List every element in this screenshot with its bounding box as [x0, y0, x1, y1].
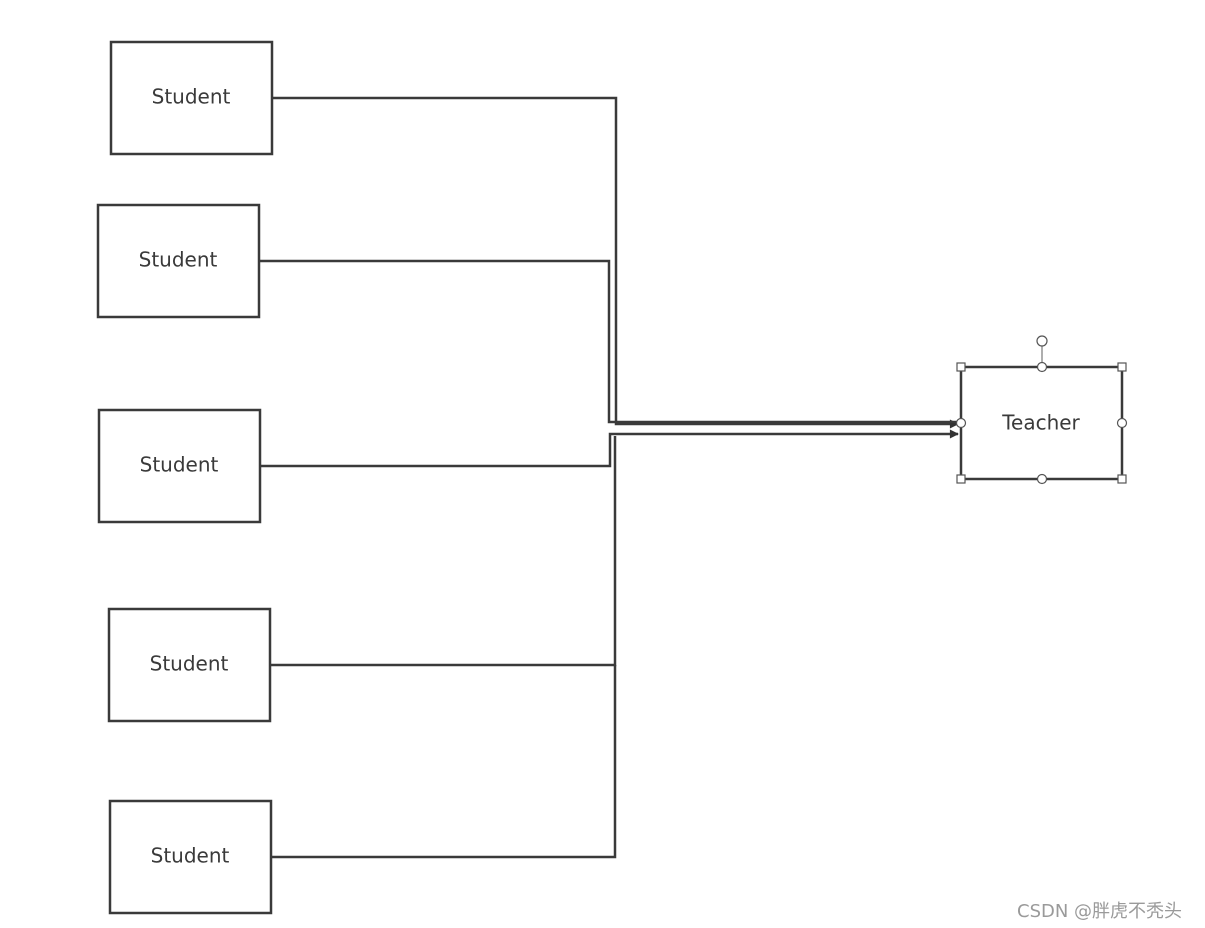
- teacher-label: Teacher: [1001, 411, 1080, 435]
- teacher-box[interactable]: Teacher: [959, 365, 1124, 481]
- student-box-2[interactable]: Student: [96, 203, 261, 319]
- watermark: CSDN @胖虎不秃头: [1017, 901, 1183, 922]
- resize-handle-top-left[interactable]: [956, 362, 966, 372]
- connection-point-right[interactable]: [1116, 417, 1128, 429]
- rotate-handle[interactable]: [1036, 335, 1048, 347]
- connector-student-4: [270, 436, 617, 667]
- selection-handles[interactable]: [955, 335, 1128, 485]
- student-label: Student: [151, 844, 230, 868]
- connection-point-top[interactable]: [1036, 361, 1048, 373]
- resize-handle-bottom-right[interactable]: [1117, 474, 1127, 484]
- connector-student-3: [260, 429, 959, 468]
- resize-handle-top-right[interactable]: [1117, 362, 1127, 372]
- student-label: Student: [140, 453, 219, 477]
- student-box-4[interactable]: Student: [107, 607, 272, 723]
- connection-point-left[interactable]: [955, 417, 967, 429]
- student-box-5[interactable]: Student: [108, 799, 273, 915]
- student-label: Student: [152, 85, 231, 109]
- connector-student-2: [259, 259, 958, 424]
- connection-point-bottom[interactable]: [1036, 473, 1048, 485]
- connector-student-5: [271, 665, 617, 859]
- connector-student-1: [272, 96, 959, 429]
- student-box-1[interactable]: Student: [109, 40, 274, 156]
- student-box-3[interactable]: Student: [97, 408, 262, 524]
- student-label: Student: [150, 652, 229, 676]
- connectors: [259, 96, 959, 859]
- resize-handle-bottom-left[interactable]: [956, 474, 966, 484]
- student-label: Student: [139, 248, 218, 272]
